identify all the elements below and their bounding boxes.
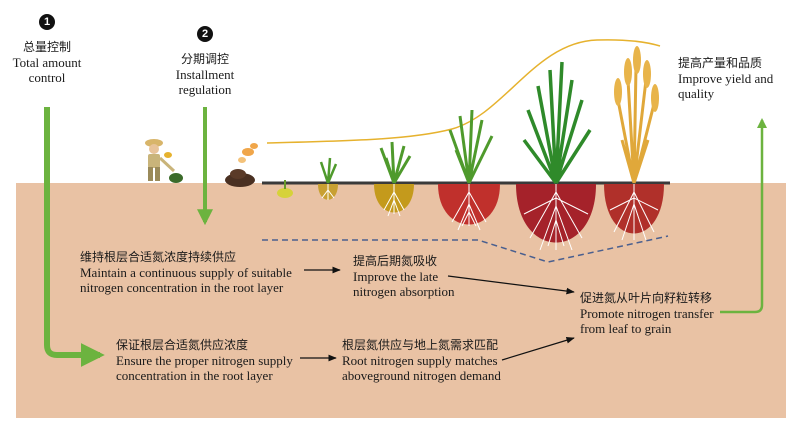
supply-demand-match-text: 根层氮供应与地上氮需求匹配 Root nitrogen supply match… bbox=[342, 338, 501, 383]
goal-en-line1: Improve yield and bbox=[678, 71, 774, 86]
continuous-supply-text: 维持根层合适氮浓度持续供应 Maintain a continuous supp… bbox=[80, 250, 292, 295]
total-control-en-line1: Total amount bbox=[12, 55, 82, 70]
arrow-match-to-transfer bbox=[501, 336, 575, 361]
plant-stage-5-mature bbox=[604, 46, 664, 241]
step-1-badge: 1 bbox=[39, 14, 55, 30]
total-amount-control-label: 总量控制 Total amount control bbox=[6, 40, 88, 85]
nitrogen-transfer-text: 促进氮从叶片向籽粒转移 Promote nitrogen transfer fr… bbox=[580, 291, 714, 336]
continuous-zh: 维持根层合适氮浓度持续供应 bbox=[80, 250, 237, 264]
seed-icon bbox=[277, 180, 293, 198]
transfer-en-line2: from leaf to grain bbox=[580, 321, 672, 336]
installment-en-line2: regulation bbox=[178, 82, 232, 97]
installment-regulation-label: 分期调控 Installment regulation bbox=[164, 52, 246, 97]
late-zh: 提高后期氮吸收 bbox=[353, 254, 438, 268]
soil-background bbox=[16, 183, 786, 418]
plant-stage-4 bbox=[516, 61, 596, 251]
installment-en-line1: Installment bbox=[175, 67, 235, 82]
continuous-en-line1: Maintain a continuous supply of suitable bbox=[80, 265, 292, 280]
transfer-zh: 促进氮从叶片向籽粒转移 bbox=[580, 291, 713, 305]
plant-stage-3 bbox=[438, 109, 500, 231]
proper-supply-text: 保证根层合适氮供应浓度 Ensure the proper nitrogen s… bbox=[116, 338, 293, 383]
match-en-line2: aboveground nitrogen demand bbox=[342, 368, 501, 383]
farmer-icon bbox=[145, 139, 183, 183]
goal-en-line2: quality bbox=[678, 86, 715, 101]
step-2-badge: 2 bbox=[197, 26, 213, 42]
proper-en-line1: Ensure the proper nitrogen supply bbox=[116, 353, 293, 368]
root-depth-dashed-line bbox=[262, 235, 669, 263]
plant-stage-2 bbox=[374, 141, 414, 217]
match-zh: 根层氮供应与地上氮需求匹配 bbox=[342, 338, 499, 352]
total-control-en-line2: control bbox=[28, 70, 66, 85]
late-absorption-text: 提高后期氮吸收 Improve the late nitrogen absorp… bbox=[353, 254, 454, 299]
late-en-line2: nitrogen absorption bbox=[353, 284, 455, 299]
improve-yield-label: 提高产量和品质 Improve yield and quality bbox=[678, 56, 773, 101]
proper-en-line2: concentration in the root layer bbox=[116, 368, 273, 383]
total-control-zh: 总量控制 bbox=[22, 40, 71, 54]
total-control-arrow bbox=[44, 107, 105, 367]
arrow-late-to-transfer bbox=[447, 275, 575, 295]
late-en-line1: Improve the late bbox=[353, 269, 439, 284]
proper-zh: 保证根层合适氮供应浓度 bbox=[116, 338, 249, 352]
goal-zh: 提高产量和品质 bbox=[678, 56, 763, 70]
match-en-line1: Root nitrogen supply matches bbox=[342, 353, 498, 368]
transfer-en-line1: Promote nitrogen transfer bbox=[580, 306, 714, 321]
installment-zh: 分期调控 bbox=[180, 52, 229, 66]
yield-feedback-arrow bbox=[720, 118, 767, 314]
plant-stage-1 bbox=[318, 157, 338, 200]
yield-curve bbox=[266, 39, 661, 144]
fertilizer-pile-icon bbox=[225, 143, 258, 187]
continuous-en-line2: nitrogen concentration in the root layer bbox=[80, 280, 284, 295]
